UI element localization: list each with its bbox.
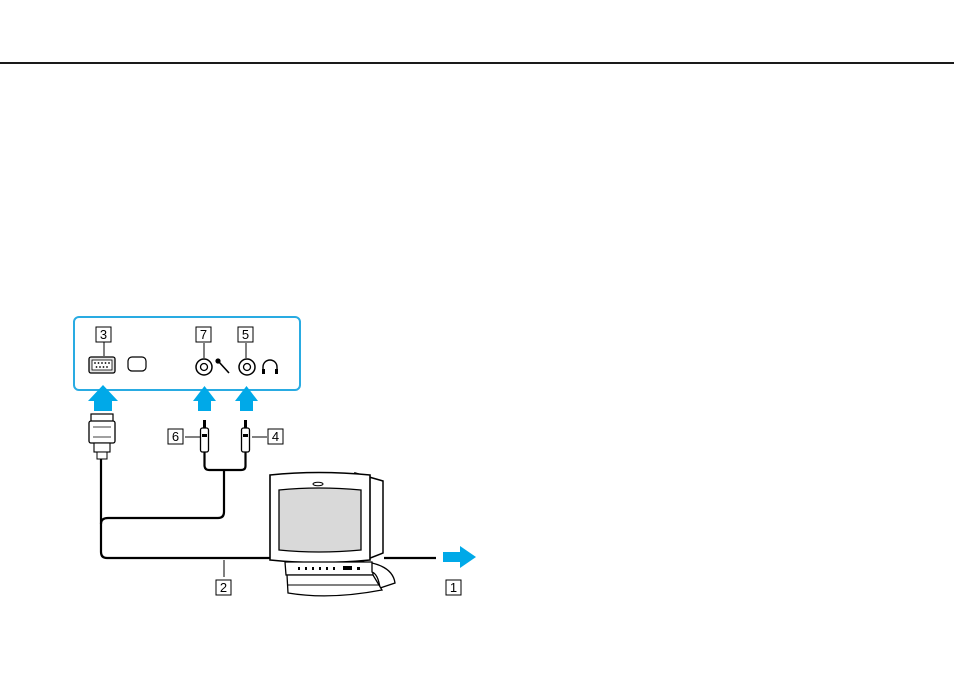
callout-3-label: 3 (100, 327, 107, 342)
connect-arrow-vga (88, 385, 118, 411)
microphone-jack (196, 359, 212, 375)
callout-1-label: 1 (450, 580, 457, 595)
callout-1: 1 (446, 580, 461, 595)
vga-connector (89, 414, 115, 459)
microphone-icon (215, 358, 229, 373)
audio-cable (101, 452, 246, 524)
callout-6: 6 (168, 429, 183, 444)
callout-2-label: 2 (220, 580, 227, 595)
callout-7: 7 (196, 327, 211, 342)
headphones-icon (262, 360, 278, 374)
display-cable (101, 459, 436, 558)
callout-6-label: 6 (172, 429, 179, 444)
callout-2: 2 (216, 580, 231, 595)
audio-plug-mic (201, 420, 209, 452)
callout-4-label: 4 (272, 429, 279, 444)
callout-5-label: 5 (242, 327, 249, 342)
audio-plug-headphones (242, 420, 250, 452)
callout-3: 3 (96, 327, 111, 342)
monitor-port (89, 357, 115, 373)
callout-4: 4 (268, 429, 283, 444)
power-outlet-arrow (443, 546, 476, 568)
callout-7-label: 7 (200, 327, 207, 342)
callout-5: 5 (238, 327, 253, 342)
headphones-jack (239, 359, 255, 375)
monitor-port-icon (128, 357, 146, 371)
external-monitor (270, 473, 395, 596)
